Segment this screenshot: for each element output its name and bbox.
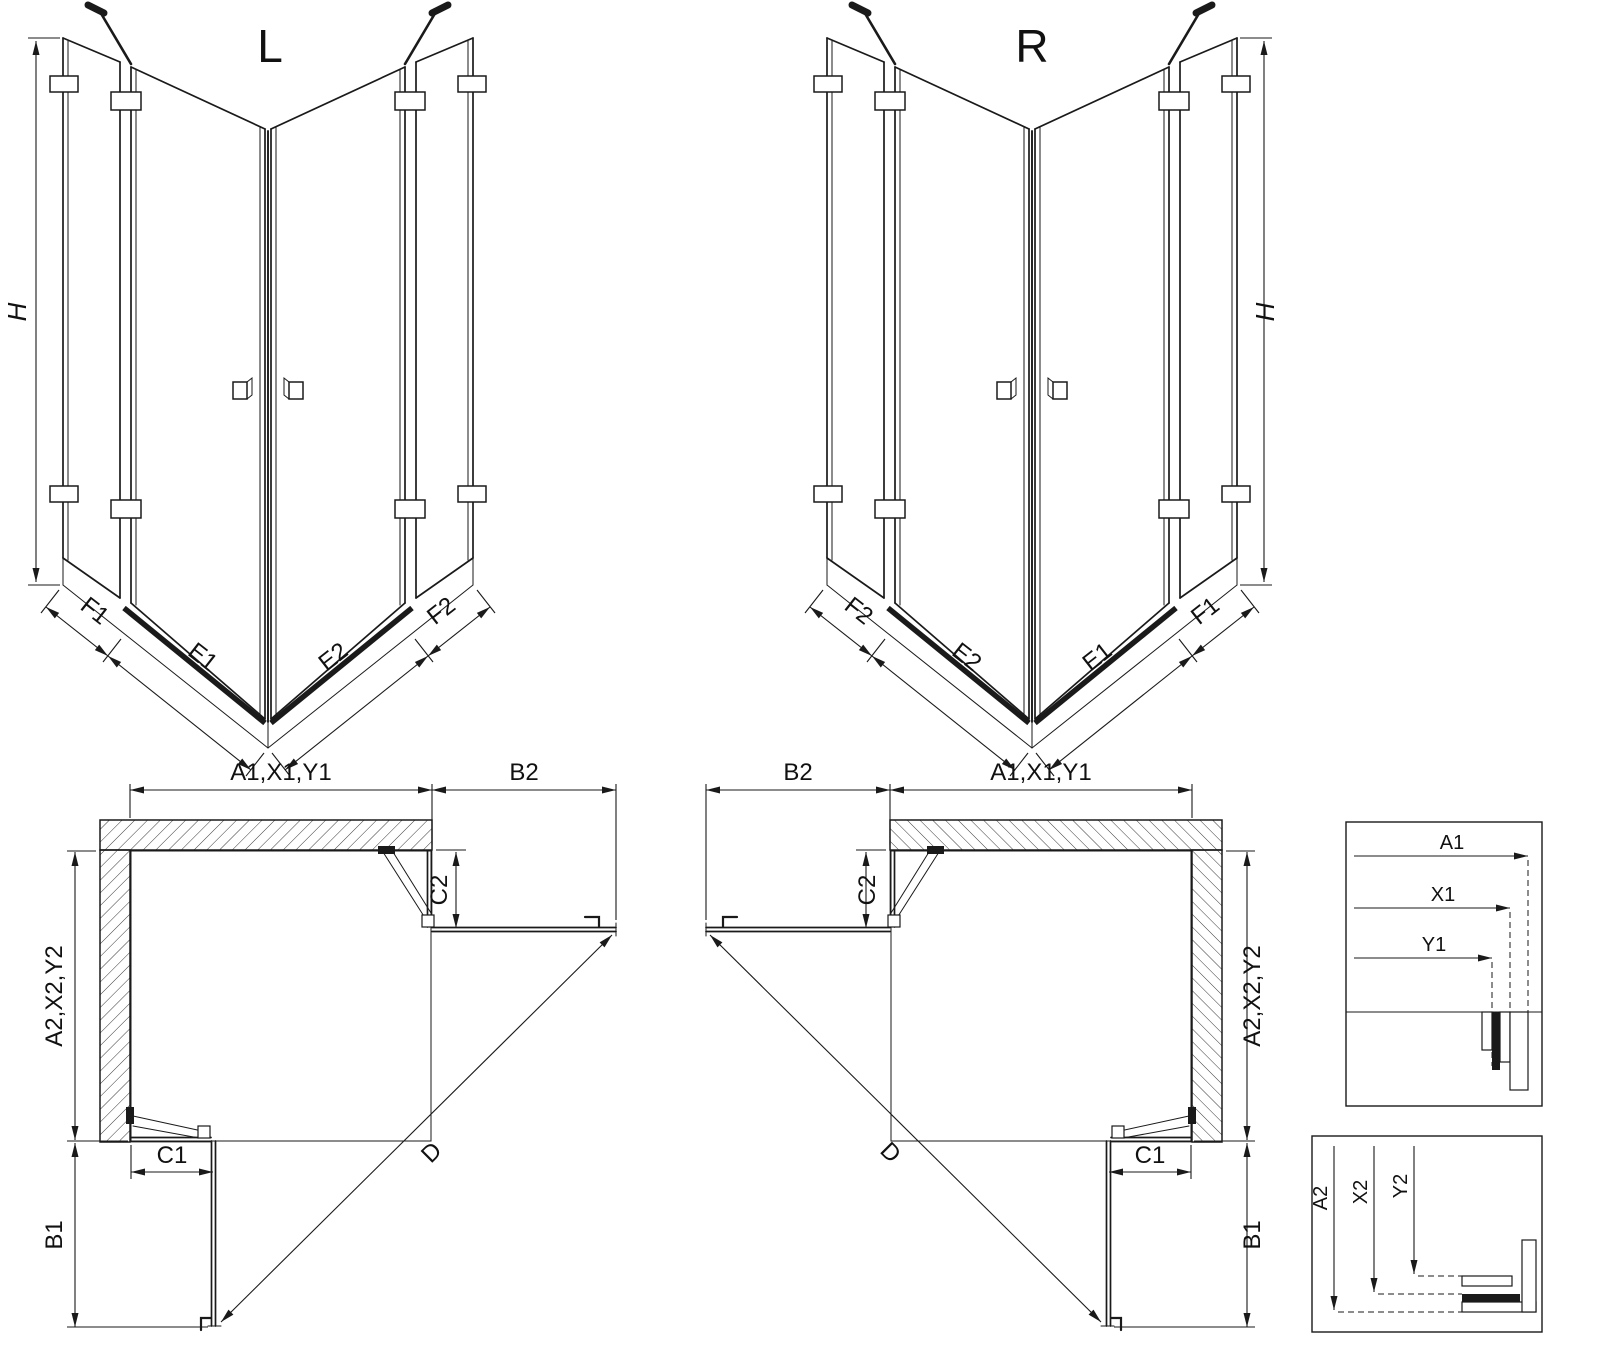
dim-label-e1-left: E1: [183, 637, 223, 676]
dim-label-a2xy-left: A2,X2,Y2: [41, 945, 68, 1046]
dim-label-h-right: H: [1250, 302, 1280, 321]
dim-label-b2-right: B2: [783, 759, 812, 786]
perspective-view-left: L H F1 E1 E2 F2: [2, 5, 495, 776]
plan-geometry-right: [706, 784, 1255, 1330]
dim-label-c1-right: C1: [1135, 1142, 1166, 1169]
detail-view-vertical: A2 X2 Y2: [1310, 1135, 1543, 1333]
detail-view-horizontal: A1 X1 Y1: [1345, 821, 1543, 1107]
dim-label-x2-detail: X2: [1350, 1180, 1372, 1204]
view-title-right: R: [1015, 20, 1048, 72]
plan-geometry-left: [67, 784, 616, 1330]
dim-label-y2-detail: Y2: [1390, 1174, 1412, 1198]
dim-label-d-left: D: [416, 1137, 447, 1168]
dim-label-d-right: D: [875, 1137, 906, 1168]
dim-label-x1-detail: X1: [1431, 884, 1455, 906]
dim-label-f2-right: F2: [839, 592, 878, 631]
dim-label-b1-right: B1: [1239, 1220, 1266, 1249]
dim-label-h-left: H: [2, 302, 32, 321]
dim-label-y1-detail: Y1: [1422, 934, 1446, 956]
view-title-left: L: [257, 20, 283, 72]
dim-label-a1xy-left: A1,X1,Y1: [230, 759, 331, 786]
dim-label-a1xy-right: A1,X1,Y1: [990, 759, 1091, 786]
dim-label-b1-left: B1: [41, 1220, 68, 1249]
dim-label-b2-left: B2: [509, 759, 538, 786]
enclosure-geometry-right: [805, 5, 1272, 776]
dim-label-a2-detail: A2: [1310, 1186, 1332, 1210]
plan-view-right: A1,X1,Y1 B2 C2 A2,X2,Y2 B1 C1 D: [706, 759, 1266, 1330]
dim-label-f2-left: F2: [422, 592, 461, 631]
dim-label-f1-left: F1: [75, 592, 114, 631]
dim-label-e2-right: E2: [947, 637, 987, 676]
dim-label-e1-right: E1: [1078, 637, 1118, 676]
detail-box-frame: [1311, 1135, 1543, 1333]
dim-label-c2-right: C2: [854, 875, 881, 906]
wall-profile-section: [1461, 1239, 1537, 1313]
dim-label-c1-left: C1: [157, 1142, 188, 1169]
wall-profile-section: [1481, 1011, 1529, 1091]
detail-box-frame: [1345, 821, 1543, 1107]
plan-view-left: A1,X1,Y1 B2 C2 A2,X2,Y2 B1 C1 D: [41, 759, 616, 1330]
perspective-view-right: R H F2 E2 E1 F1: [805, 5, 1280, 776]
dim-label-a1-detail: A1: [1440, 832, 1464, 854]
dim-label-e2-left: E2: [314, 637, 354, 676]
dim-label-a2xy-right: A2,X2,Y2: [1239, 945, 1266, 1046]
enclosure-geometry-left: [28, 5, 495, 776]
dim-label-f1-right: F1: [1186, 592, 1225, 631]
dim-label-c2-left: C2: [426, 875, 453, 906]
